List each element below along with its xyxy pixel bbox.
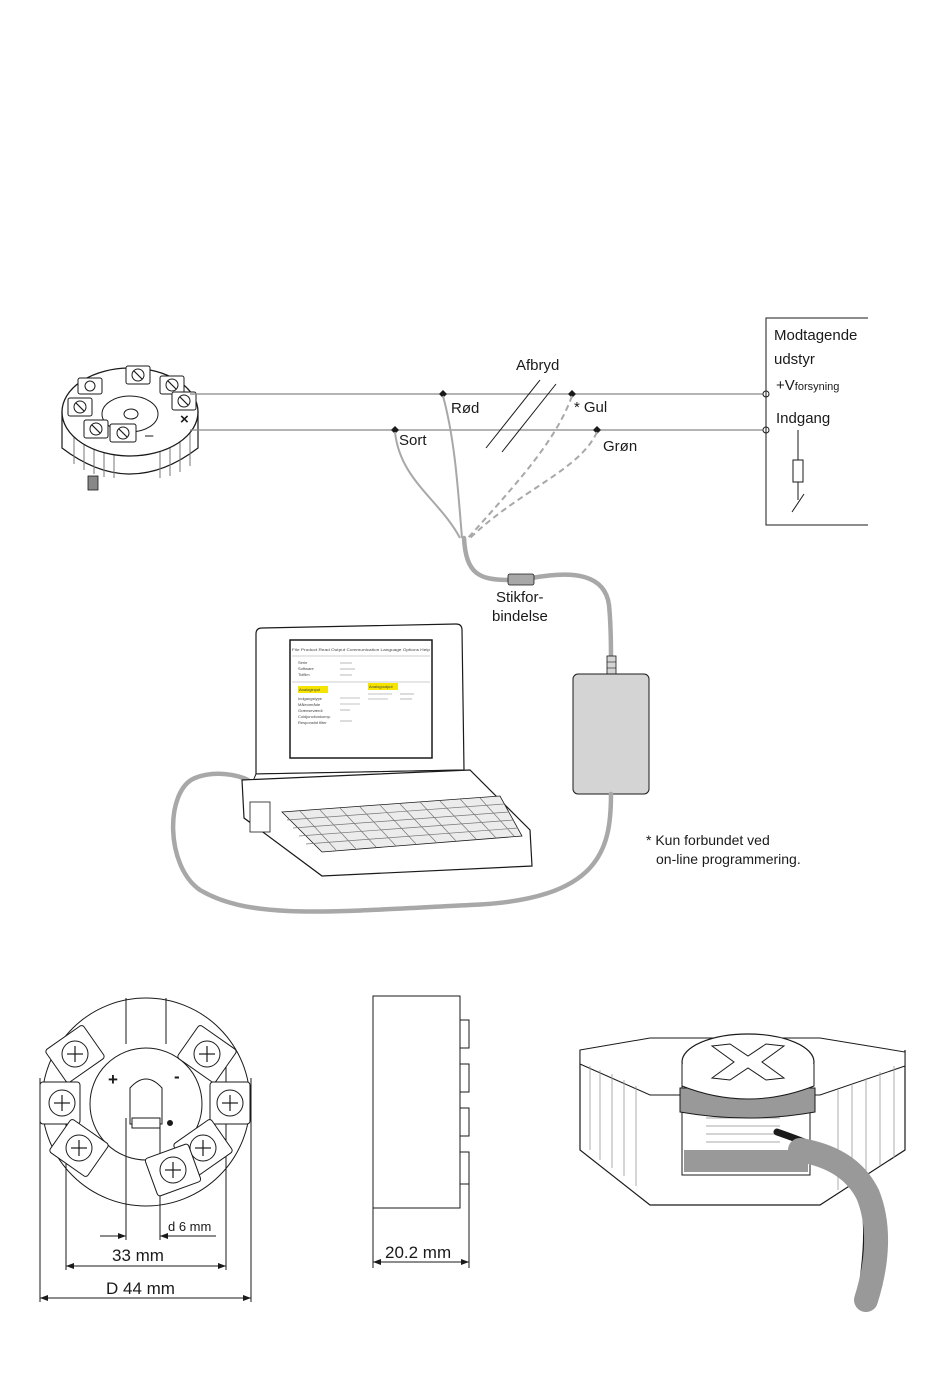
- svg-text:×: ×: [180, 411, 189, 428]
- programming-cable: [461, 535, 614, 661]
- black-wire-label: Sort: [399, 432, 427, 449]
- dim-20-label: 20.2 mm: [385, 1243, 451, 1262]
- yellow-wire-label: *Gul: [574, 399, 607, 416]
- wire-junctions: [391, 390, 601, 434]
- green-wire-label: Grøn: [603, 438, 637, 455]
- svg-text:–: –: [145, 427, 154, 444]
- dim-d6-label: d 6 mm: [168, 1219, 211, 1234]
- minus-terminal-label: -: [174, 1067, 180, 1086]
- terminal-closeup-illustration: [579, 1033, 906, 1312]
- screen-field: Grænseværdi: [298, 708, 323, 713]
- laptop-screen-content: File Product Read Output Communication L…: [292, 647, 431, 725]
- laptop-illustration: [241, 623, 533, 877]
- load-resistor: [791, 430, 805, 513]
- plus-terminal-label: +: [108, 1070, 118, 1089]
- screen-field: Måleområde: [298, 702, 321, 707]
- connector-label-line1: Stikfor-: [496, 589, 544, 606]
- screen-row: Serie: [298, 660, 308, 665]
- connector-label-line2: bindelse: [492, 608, 548, 625]
- screen-highlight-input: [298, 686, 328, 693]
- top-view-screw-slots: [54, 1046, 238, 1178]
- screen-row: Software: [298, 666, 315, 671]
- screen-menu-bar: File Product Read Output Communication L…: [292, 647, 431, 652]
- input-label: Indgang: [776, 410, 830, 427]
- supply-label: +Vforsyning: [776, 377, 839, 394]
- disconnect-symbol: [485, 379, 557, 453]
- footnote-line2: on-line programmering.: [656, 851, 801, 867]
- screen-highlight-output: [368, 683, 398, 690]
- screen-highlight-output-text: Analogoutput: [369, 684, 393, 689]
- usb-interface-box: [572, 655, 650, 795]
- cable-connector: [507, 573, 535, 586]
- screen-field: Coldjunctionkomp.: [298, 714, 331, 719]
- receiver-box: [765, 317, 868, 526]
- dim-33-label: 33 mm: [112, 1246, 164, 1265]
- programming-leads: [394, 395, 598, 539]
- footnote-line1: * Kun forbundet ved: [646, 832, 770, 848]
- laptop-cable: [170, 771, 614, 914]
- signal-wires: [190, 393, 766, 431]
- screen-highlight-input-text: Analoginput: [299, 687, 321, 692]
- screen-field: Indgangstype: [298, 696, 323, 701]
- screen-row: Tidfilm: [298, 672, 310, 677]
- disconnect-label: Afbryd: [516, 357, 559, 374]
- screen-field: Responstid filter: [298, 720, 327, 725]
- side-view-drawing: [372, 995, 470, 1268]
- receiver-label-line1: Modtagende: [774, 327, 857, 344]
- dim-44-label: D 44 mm: [106, 1279, 175, 1298]
- transmitter-head-illustration: × –: [61, 365, 199, 491]
- red-wire-label: Rød: [451, 400, 479, 417]
- receiver-label-line2: udstyr: [774, 351, 815, 368]
